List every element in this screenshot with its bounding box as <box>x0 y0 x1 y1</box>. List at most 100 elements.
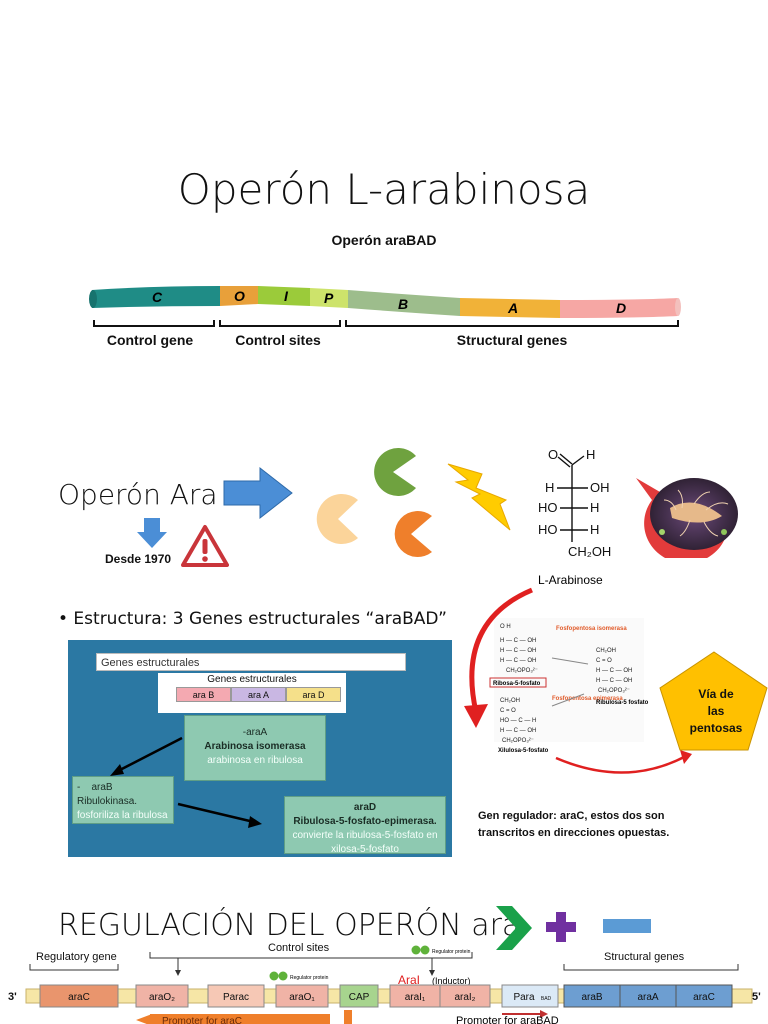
bacteria-image <box>636 478 738 558</box>
panel-header: Genes estructurales <box>96 653 406 671</box>
arad-desc: convierte la ribulosa-5-fosfato en xilos… <box>292 830 438 855</box>
right-arrow-icon <box>223 466 293 520</box>
svg-text:H — C — OH: H — C — OH <box>500 648 536 654</box>
atom-label: O <box>548 447 558 462</box>
pentagon-line: las <box>707 704 725 718</box>
segment-label: A <box>507 300 518 316</box>
segment-i <box>258 286 310 306</box>
segment-label: O <box>234 288 245 304</box>
segment-label: P <box>324 290 334 306</box>
segment-label: C <box>152 289 163 305</box>
plus-icon <box>546 912 576 942</box>
minus-icon <box>603 919 651 933</box>
arab-box: - araB Ribulokinasa. fosforiliza la ribu… <box>72 776 174 824</box>
araa-desc: arabinosa en ribulosa <box>207 755 303 766</box>
dna-box-arab: araB <box>581 992 602 1003</box>
operon-diagram: C O I P B A D <box>89 286 681 327</box>
promoter-c-label: Promoter for araC <box>162 1016 242 1024</box>
dna-box-cap: CAP <box>349 992 370 1003</box>
since-label: Desde 1970 <box>105 552 172 566</box>
pentagon-line: Vía de <box>698 687 734 701</box>
bracket-label-control-sites: Control sites <box>235 332 321 348</box>
arad-box: araD Ribulosa-5-fosfato-epimerasa. convi… <box>284 796 446 855</box>
svg-text:CH₂OPO₃²⁻: CH₂OPO₃²⁻ <box>598 688 630 694</box>
slide2-title: Operón Ara <box>58 478 218 511</box>
dna-box-araa: araA <box>637 992 658 1003</box>
regulatory-gene-label: Regulatory gene <box>36 951 117 963</box>
svg-text:H — C — OH: H — C — OH <box>500 658 536 664</box>
arab-enzyme: Ribulokinasa. <box>77 796 138 807</box>
pacman-green-icon <box>374 448 416 496</box>
atom-label: H <box>586 447 595 462</box>
araa-name: -araA <box>242 727 268 738</box>
atom-label: CH₂OH <box>568 544 611 559</box>
warning-icon <box>181 525 229 567</box>
structural-genes-label: Structural genes <box>604 951 685 963</box>
structure-bullet: • Estructura: 3 Genes estructurales “ara… <box>58 609 447 629</box>
arad-enzyme: Ribulosa-5-fosfato-epimerasa. <box>293 816 437 827</box>
dna-box-arao1: araO₁ <box>289 992 315 1003</box>
down-arrow-icon <box>137 518 167 548</box>
xylulose-label: Xilulosa-5-fosfato <box>498 748 549 754</box>
svg-text:H — C — OH: H — C — OH <box>500 728 536 734</box>
ribose-label: Ribosa-5-fosfato <box>493 681 541 687</box>
araa-enzyme: Arabinosa isomerasa <box>204 741 306 752</box>
atom-label: H <box>590 500 599 515</box>
pentagon-line: pentosas <box>689 721 743 735</box>
segment-label: B <box>398 296 408 312</box>
svg-text:H — C — OH: H — C — OH <box>596 678 632 684</box>
segment-b <box>348 290 460 316</box>
pacman-peach-icon <box>316 494 358 544</box>
svg-text:O H: O H <box>500 624 511 630</box>
inducer-paren-label: (Inductor) <box>432 976 471 986</box>
dna-box-arai2: araI₂ <box>454 992 475 1003</box>
lightning-icon <box>447 463 511 531</box>
inducer-label: AraI <box>398 973 420 987</box>
atom-label: HO <box>538 500 558 515</box>
regulator-note: Gen regulador: araC, estos dos son trans… <box>478 810 670 839</box>
bracket-label-structural-genes: Structural genes <box>456 332 568 348</box>
svg-text:C = O: C = O <box>500 708 516 714</box>
dna-box-arac: araC <box>68 992 90 1003</box>
svg-text:HO — C — H: HO — C — H <box>500 718 536 724</box>
atom-label: HO <box>538 522 558 537</box>
ribulose-label: Ribulosa-5 fosfato <box>596 700 649 706</box>
segment-p <box>310 288 348 308</box>
bracket-label-control-gene: Control gene <box>106 332 194 348</box>
chevron-right-icon <box>496 906 532 950</box>
slide1-subtitle: Operón araBAD <box>331 232 437 248</box>
atom-label: H <box>590 522 599 537</box>
segment-label: D <box>616 300 626 316</box>
segment-c <box>92 286 220 308</box>
l-arabinose-label: L-Arabinose <box>538 573 603 584</box>
strand-end-3: 3' <box>8 991 17 1003</box>
arab-name: - araB <box>77 782 113 793</box>
promoter-bad-label: Promoter for araBAD <box>456 1015 559 1024</box>
svg-text:CH₂OPO₃²⁻: CH₂OPO₃²⁻ <box>506 668 538 674</box>
svg-text:CH₂OPO₃²⁻: CH₂OPO₃²⁻ <box>502 738 534 744</box>
strand-end-5: 5' <box>752 991 761 1003</box>
slide1-title: Operón L-arabinosa <box>177 165 591 214</box>
pentose-pathway: O H H — C — OH H — C — OH H — C — OH CH₂OPO₃… <box>464 587 768 774</box>
araa-box: -araA Arabinosa isomerasa arabinosa en r… <box>184 715 326 781</box>
enzyme2-label: Fosfopentosa epimerasa <box>552 696 623 702</box>
control-sites-label: Control sites <box>268 942 330 954</box>
l-arabinose-structure: O H H OH HO H HO H CH₂OH L-Arabinose <box>538 447 611 584</box>
panel-arrows <box>110 736 262 828</box>
svg-text:H — C — OH: H — C — OH <box>596 668 632 674</box>
gene-cell-arad: ara D <box>286 687 341 702</box>
dna-box-arai1: araI₁ <box>405 992 426 1003</box>
arab-desc: fosforiliza la ribulosa <box>77 810 168 821</box>
svg-text:C = O: C = O <box>596 658 612 664</box>
pentose-pathway-label: Vía de las pentosas <box>676 686 756 737</box>
dna-box-parac: Parac <box>223 992 249 1003</box>
pacman-orange-icon <box>394 511 432 557</box>
svg-text:H — C — OH: H — C — OH <box>500 638 536 644</box>
enzyme1-label: Fosfopentosa isomerasa <box>556 626 627 632</box>
dna-box-arac-structural: araC <box>693 992 715 1003</box>
para-subscript: BAD <box>541 996 552 1002</box>
arad-name: araD <box>353 802 377 813</box>
atom-label: OH <box>590 480 610 495</box>
segment-o <box>220 286 258 306</box>
svg-text:CH₂OH: CH₂OH <box>500 698 520 704</box>
